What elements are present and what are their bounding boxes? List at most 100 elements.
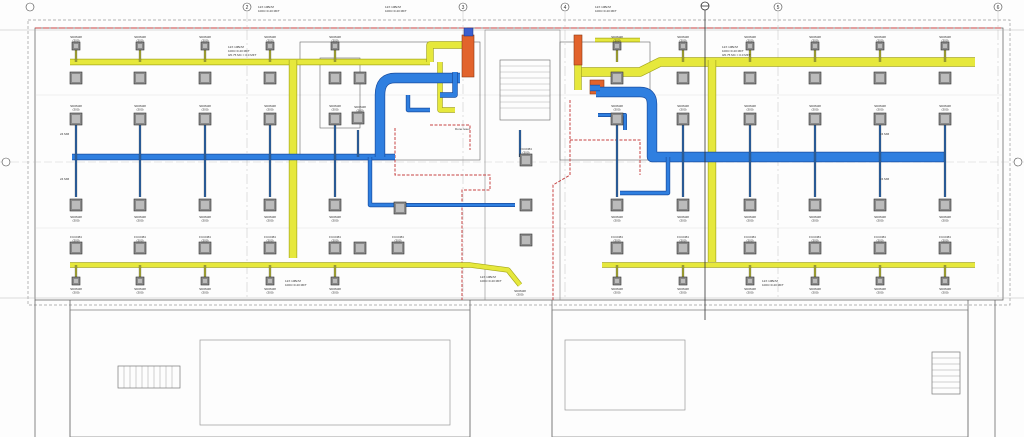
unit-tag: SD0M48	[677, 35, 689, 39]
callout-top-4: 100C=0.40 MFT	[385, 9, 407, 13]
unit-tag: SD0M48	[939, 287, 951, 291]
diffuser-inner	[746, 74, 754, 82]
callout-supply-right-2: 100C=0.40 MFT	[722, 49, 744, 53]
unit-tag-sub: (300)	[136, 108, 143, 112]
unit-tag-sub: (300)	[331, 39, 338, 43]
unit-tag: SD0M48	[809, 215, 821, 219]
callout-top-5: 12X 10Br/M	[595, 5, 611, 9]
callout-bottom-3: 12X 10Br/M	[480, 275, 496, 279]
diffuser-inner	[72, 115, 80, 123]
core-room-right	[559, 41, 651, 161]
callout-supply-left-3: 0/0.75 MC = 0.0 MFT	[228, 53, 257, 57]
callout-supply-right-1: 12X 10Br/M	[722, 45, 738, 49]
diffuser-inner	[615, 44, 619, 48]
diffuser-inner	[613, 115, 621, 123]
unit-tag-sub: (300)	[679, 239, 686, 243]
unit-tag: SD0M48	[744, 287, 756, 291]
unit-tag-sub: (300)	[941, 291, 948, 295]
unit-tag-sub: (300)	[941, 239, 948, 243]
diffuser-inner	[266, 244, 274, 252]
unit-tag-sub: (300)	[811, 239, 818, 243]
unit-tag-sub: (300)	[201, 291, 208, 295]
diffuser-inner	[136, 244, 144, 252]
diffuser-inner	[138, 279, 142, 283]
unit-tag-sub: (300)	[746, 108, 753, 112]
diffuser-inner	[681, 44, 685, 48]
unit-tag: SD0M48	[874, 104, 886, 108]
unit-tag-sub: (300)	[201, 219, 208, 223]
return-branch-left-edge	[367, 157, 395, 208]
diffuser-inner	[72, 244, 80, 252]
unit-tag-sub: (300)	[394, 239, 401, 243]
diffuser-inner	[201, 201, 209, 209]
diffuser-inner	[813, 279, 817, 283]
callout-bottom-2: 100C=0.40 MFT	[285, 283, 307, 287]
diffuser-inner	[941, 115, 949, 123]
diffuser-inner	[203, 44, 207, 48]
callout-left-2: 24 MM	[60, 177, 70, 181]
unit-tag: FCCD84	[70, 235, 82, 239]
unit-tag: SD0M48	[744, 104, 756, 108]
unit-tag: SD0M48	[70, 287, 82, 291]
unit-tag-sub: (300)	[679, 291, 686, 295]
diffuser-inner	[396, 204, 404, 212]
diffuser-inner	[746, 201, 754, 209]
ahu-unit-left	[461, 34, 475, 78]
diffuser-inner	[356, 74, 364, 82]
unit-tag: FCCD84	[677, 235, 689, 239]
unit-tag: SD0M48	[874, 215, 886, 219]
ceiling-diffusers	[69, 41, 952, 286]
grid-bubble	[993, 2, 1003, 12]
unit-tag: SD0M48	[199, 215, 211, 219]
unit-tag-sub: (300)	[266, 39, 273, 43]
unit-tag: SD0M48	[677, 215, 689, 219]
diffuser-inner	[331, 244, 339, 252]
grid-bubble	[1013, 157, 1023, 167]
unit-tag: FCCD84	[939, 235, 951, 239]
unit-tag-sub: (300)	[811, 291, 818, 295]
unit-tag-sub: (300)	[72, 108, 79, 112]
unit-tag: FCCD84	[809, 235, 821, 239]
diffuser-inner	[679, 201, 687, 209]
diffuser-inner	[136, 115, 144, 123]
diffuser-inner	[878, 279, 882, 283]
unit-tag-sub: (300)	[876, 219, 883, 223]
diffuser-inner	[876, 115, 884, 123]
unit-tag-sub: (300)	[72, 219, 79, 223]
diffuser-inner	[681, 279, 685, 283]
grid-bubble-label: 5	[777, 5, 780, 11]
diffuser-inner	[679, 74, 687, 82]
diffuser-inner	[941, 201, 949, 209]
unit-tag: SD0M48	[514, 289, 526, 293]
unit-tag-sub: (300)	[811, 39, 818, 43]
unit-tag-sub: (300)	[613, 39, 620, 43]
unit-tag-sub: (300)	[356, 109, 363, 113]
diffuser-inner	[679, 244, 687, 252]
unit-tag: SD0M48	[329, 35, 341, 39]
diffuser-inner	[941, 74, 949, 82]
diffuser-inner	[201, 74, 209, 82]
unit-tag-sub: (300)	[516, 293, 523, 297]
unit-tag: SD0M48	[199, 35, 211, 39]
diffuser-inner	[811, 244, 819, 252]
callout-supply-left-1: 12X 10Br/M	[228, 45, 244, 49]
grid-bubble-label: 6	[997, 5, 1000, 11]
diffuser-inner	[136, 201, 144, 209]
diffuser-inner	[201, 115, 209, 123]
unit-tag: SD0M48	[134, 35, 146, 39]
unit-tag: SD0M48	[744, 215, 756, 219]
unit-tag: FCCD84	[264, 235, 276, 239]
unit-tag: SD0M48	[329, 215, 341, 219]
unit-tag-sub: (300)	[679, 219, 686, 223]
diffuser-inner	[136, 74, 144, 82]
callout-supply-left-2: 100C=0.40 MFT	[228, 49, 250, 53]
unit-tag: FCCD84	[744, 235, 756, 239]
diffuser-inner	[331, 201, 339, 209]
diffuser-inner	[878, 44, 882, 48]
central-corridor	[484, 29, 561, 301]
unit-tag: SD0M48	[939, 104, 951, 108]
lower-inner-room	[199, 339, 451, 426]
diffuser-inner	[394, 244, 402, 252]
diffuser-inner	[746, 115, 754, 123]
